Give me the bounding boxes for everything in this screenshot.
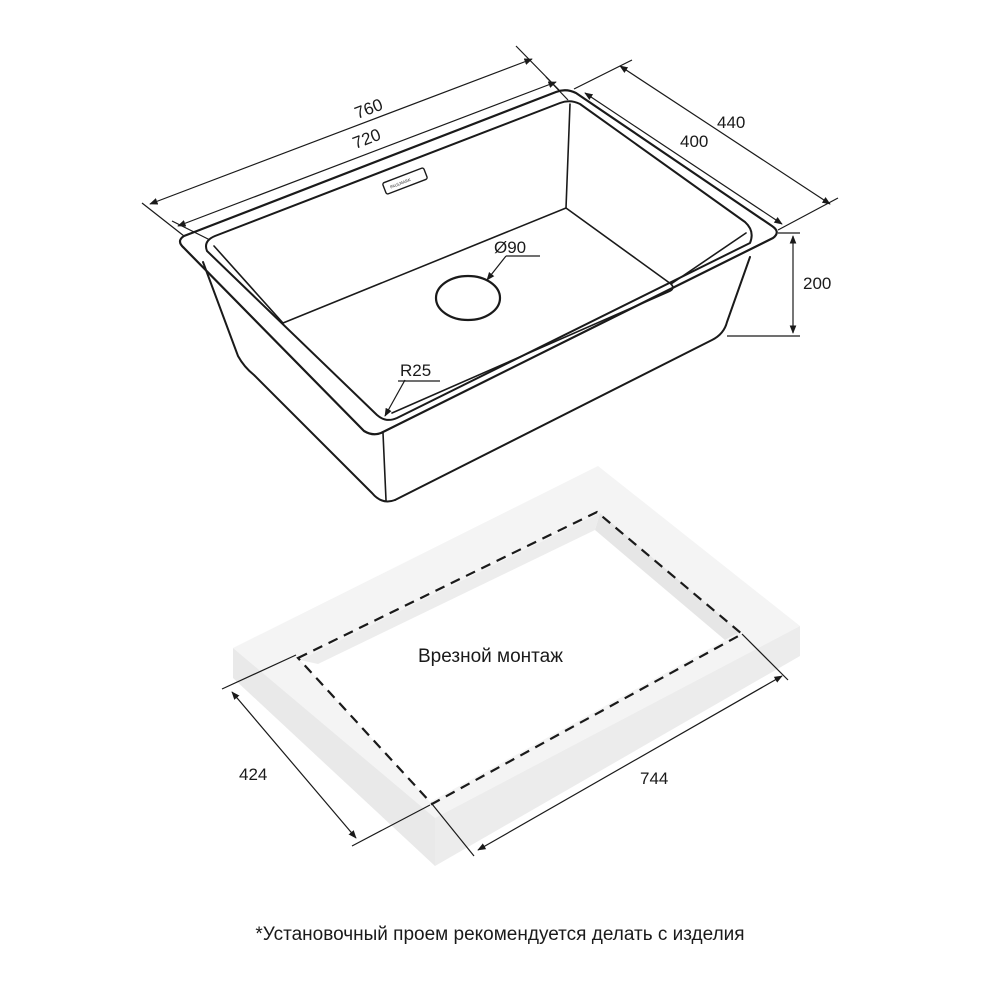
dim-760-ext-left — [141, 202, 185, 237]
countertop-dimension-lines — [221, 633, 789, 857]
cutout-wall-back — [595, 513, 740, 640]
dim-720-line — [177, 81, 557, 227]
sink-inner-rim — [205, 100, 753, 421]
logo-plate: PAULMARK — [382, 167, 428, 195]
dim-760-line — [149, 58, 533, 205]
sink-dimension-labels: 760 720 440 400 200 Ø90 R25 — [350, 95, 831, 380]
dim-424-line — [231, 691, 357, 839]
dim-760-label: 760 — [352, 95, 385, 123]
sink: PAULMARK — [178, 89, 778, 503]
sink-body-corner — [382, 432, 387, 501]
sink-outer-rim — [178, 89, 778, 436]
countertop-cutout — [300, 513, 740, 802]
dim-744-line — [477, 675, 783, 851]
sink-right-wall — [670, 232, 747, 285]
sink-body-front — [394, 256, 751, 501]
dim-720-ext-right — [545, 76, 569, 101]
mount-type-label: Врезной монтаж — [418, 646, 563, 667]
dim-400-label: 400 — [680, 132, 708, 151]
dim-drain-leader — [486, 255, 507, 281]
dim-744-ext-right — [741, 633, 789, 681]
dim-424-ext-bottom — [351, 804, 431, 847]
dim-200-label: 200 — [803, 274, 831, 293]
dim-440-ext-top — [573, 59, 633, 90]
cutout-dashed-line — [296, 510, 744, 806]
footnote: *Установочный проем рекомендуется делать… — [255, 924, 745, 945]
drain-hole — [434, 274, 502, 322]
sink-left-wall — [213, 245, 284, 324]
countertop-labels: 424 744 Врезной монтаж — [239, 646, 668, 788]
dim-424-ext-top — [221, 654, 297, 690]
dim-440-line — [619, 65, 831, 205]
sink-back-corner — [565, 103, 571, 209]
dim-744-label: 744 — [640, 769, 668, 788]
dim-424-label: 424 — [239, 765, 267, 784]
sink-body-left — [202, 261, 396, 503]
sink-dimension-lines — [141, 45, 839, 417]
dim-720-label: 720 — [350, 125, 383, 153]
dim-400-line — [584, 92, 783, 225]
dim-744-ext-left — [431, 803, 475, 857]
dim-radius-leader — [384, 379, 406, 417]
dim-drain-label: Ø90 — [494, 238, 526, 257]
dim-radius-label: R25 — [400, 361, 431, 380]
dim-440-label: 440 — [717, 113, 745, 132]
cutout-wall-left — [300, 513, 600, 664]
